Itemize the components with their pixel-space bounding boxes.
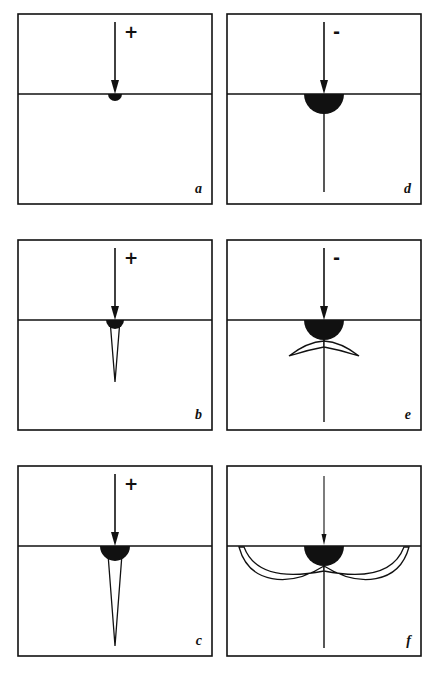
load-sign: + — [124, 250, 138, 267]
load-sign: + — [124, 24, 138, 41]
panel-b — [18, 240, 212, 430]
load-sign: - — [333, 24, 340, 41]
panel-c — [18, 466, 212, 656]
panel-f — [227, 466, 421, 656]
panel-letter: e — [405, 408, 411, 422]
load-sign: - — [333, 250, 340, 267]
panel-letter: b — [195, 408, 202, 422]
panel-letter: a — [195, 182, 202, 196]
panel-letter: f — [406, 634, 411, 648]
load-sign: + — [124, 476, 138, 493]
panel-a — [18, 14, 212, 204]
panel-e — [227, 240, 421, 430]
panel-letter: c — [196, 634, 202, 648]
panel-d — [227, 14, 421, 204]
panel-letter: d — [404, 182, 411, 196]
